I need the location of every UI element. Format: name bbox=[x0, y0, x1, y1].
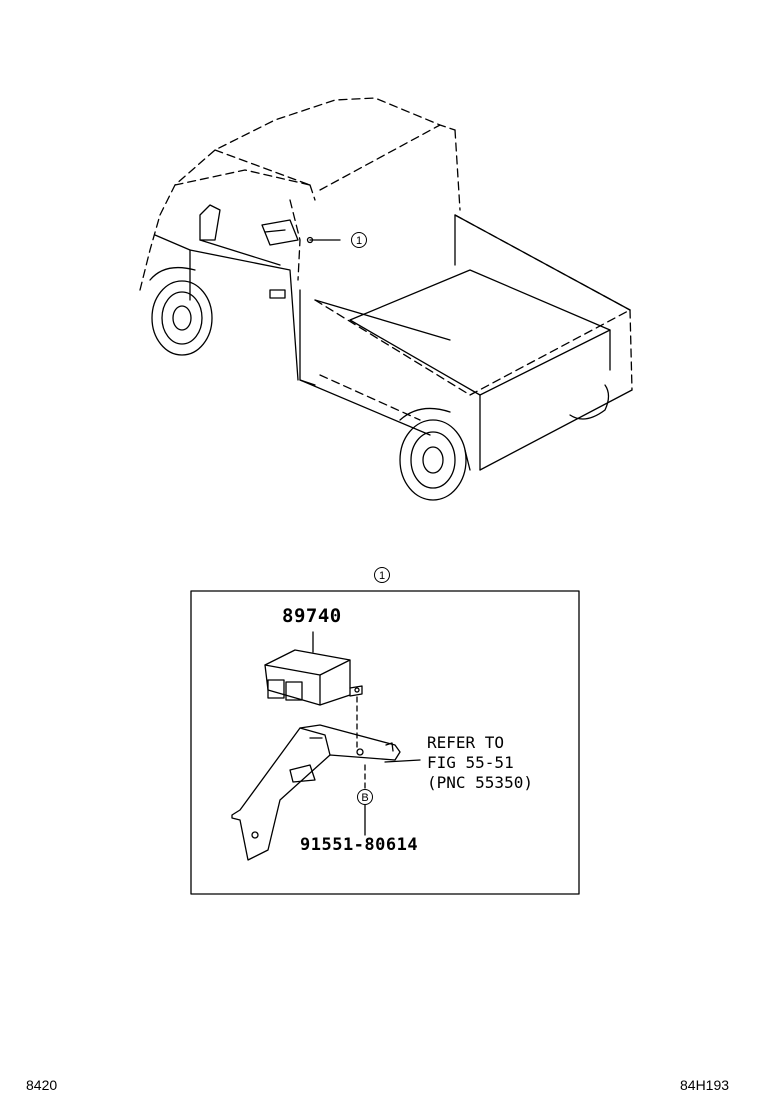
bolt-part-number: 91551-80614 bbox=[300, 835, 419, 855]
cab-roof-outline bbox=[139, 97, 633, 421]
front-wheel bbox=[149, 266, 213, 356]
cab-solid-lines bbox=[154, 204, 633, 471]
detail-frame bbox=[190, 590, 580, 895]
bolt-callout-marker: B bbox=[357, 789, 373, 805]
cab-module bbox=[261, 219, 341, 246]
main-callout-marker: 1 bbox=[351, 232, 367, 248]
refer-leader-line bbox=[384, 759, 421, 763]
rear-wheel bbox=[399, 407, 471, 501]
detail-callout-marker: 1 bbox=[374, 567, 390, 583]
sensor-module bbox=[264, 631, 363, 706]
module-part-number: 89740 bbox=[282, 605, 342, 627]
figure-code: 84H193 bbox=[680, 1077, 730, 1093]
refer-text-line3: (PNC 55350) bbox=[427, 773, 533, 792]
far-rear-wheel bbox=[569, 384, 610, 420]
refer-text-line1: REFER TO bbox=[427, 733, 505, 752]
mounting-bracket bbox=[231, 724, 401, 861]
page-code: 8420 bbox=[26, 1077, 58, 1093]
refer-text-line2: FIG 55-51 bbox=[427, 753, 514, 772]
